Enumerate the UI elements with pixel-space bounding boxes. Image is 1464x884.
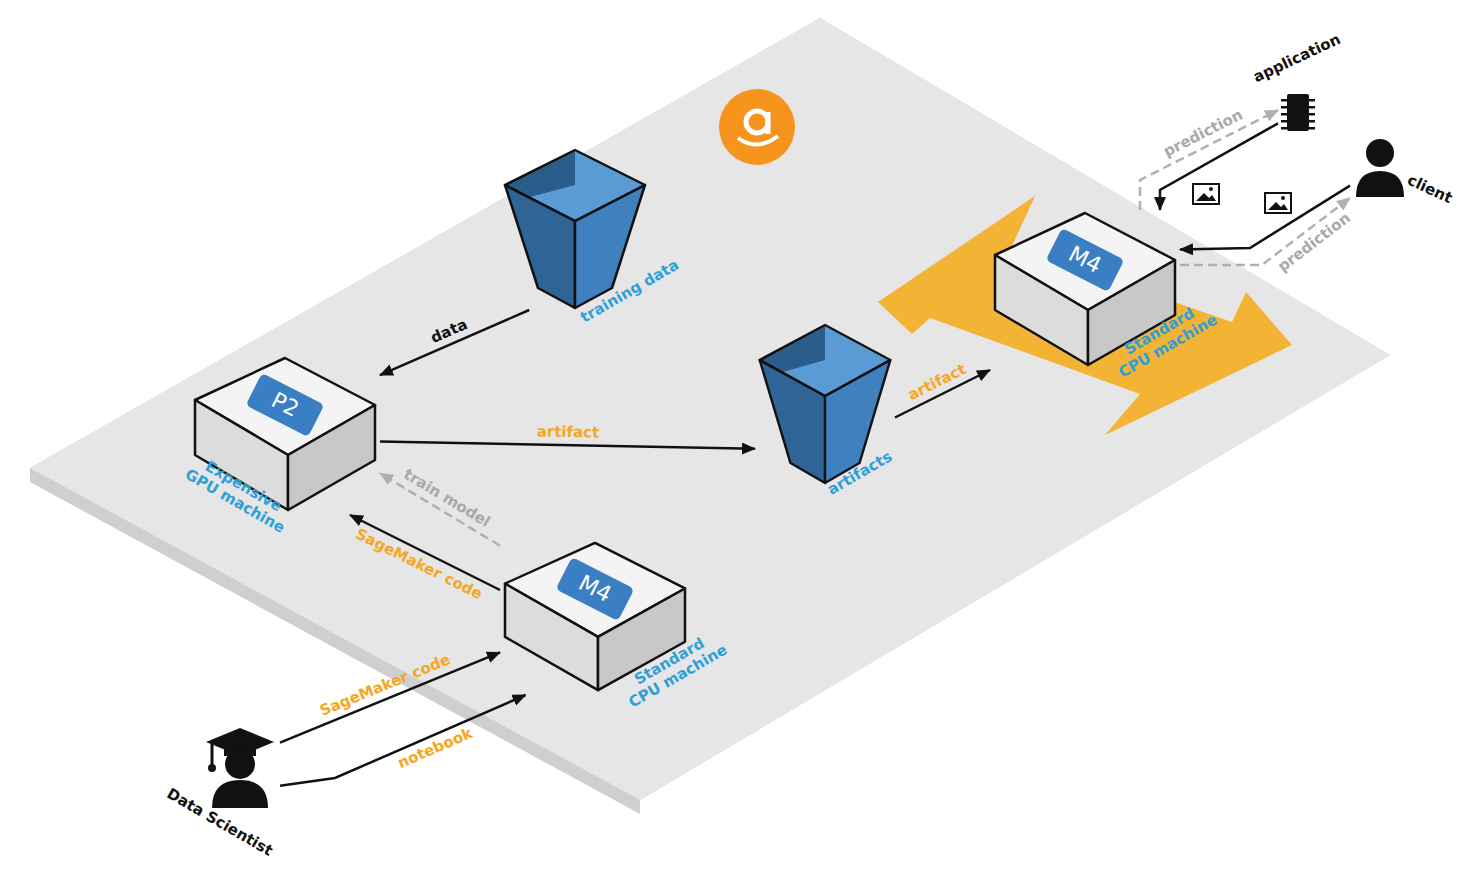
amazon-logo [719,89,795,165]
cpu-machine: M4Standard CPU machine [500,540,690,695]
cpu-machine: M4Standard CPU machine [990,210,1180,370]
chip-icon [1278,90,1318,135]
edge-label: prediction [1272,207,1356,277]
edge-label: artifact [533,422,602,441]
image-icon [1193,184,1219,204]
graduate-icon [200,720,280,810]
connector-arrow [380,310,529,375]
actor-label: client [1405,172,1455,208]
actor-label: application [1251,31,1344,86]
image-icon [1265,193,1291,213]
scaling-arrow [878,196,1292,435]
client: client [1350,135,1410,200]
artifact-bucket: artifacts [755,320,895,485]
data-scientist: Data Scientist [200,720,280,810]
edge-label: prediction [1158,105,1249,163]
data-bucket: training data [500,145,650,310]
connector-arrow [380,442,755,449]
gpu-machine: P2Expensive GPU machine [190,355,380,515]
application: application [1278,90,1318,135]
connector-arrow [280,695,526,786]
person-icon [1350,135,1410,200]
